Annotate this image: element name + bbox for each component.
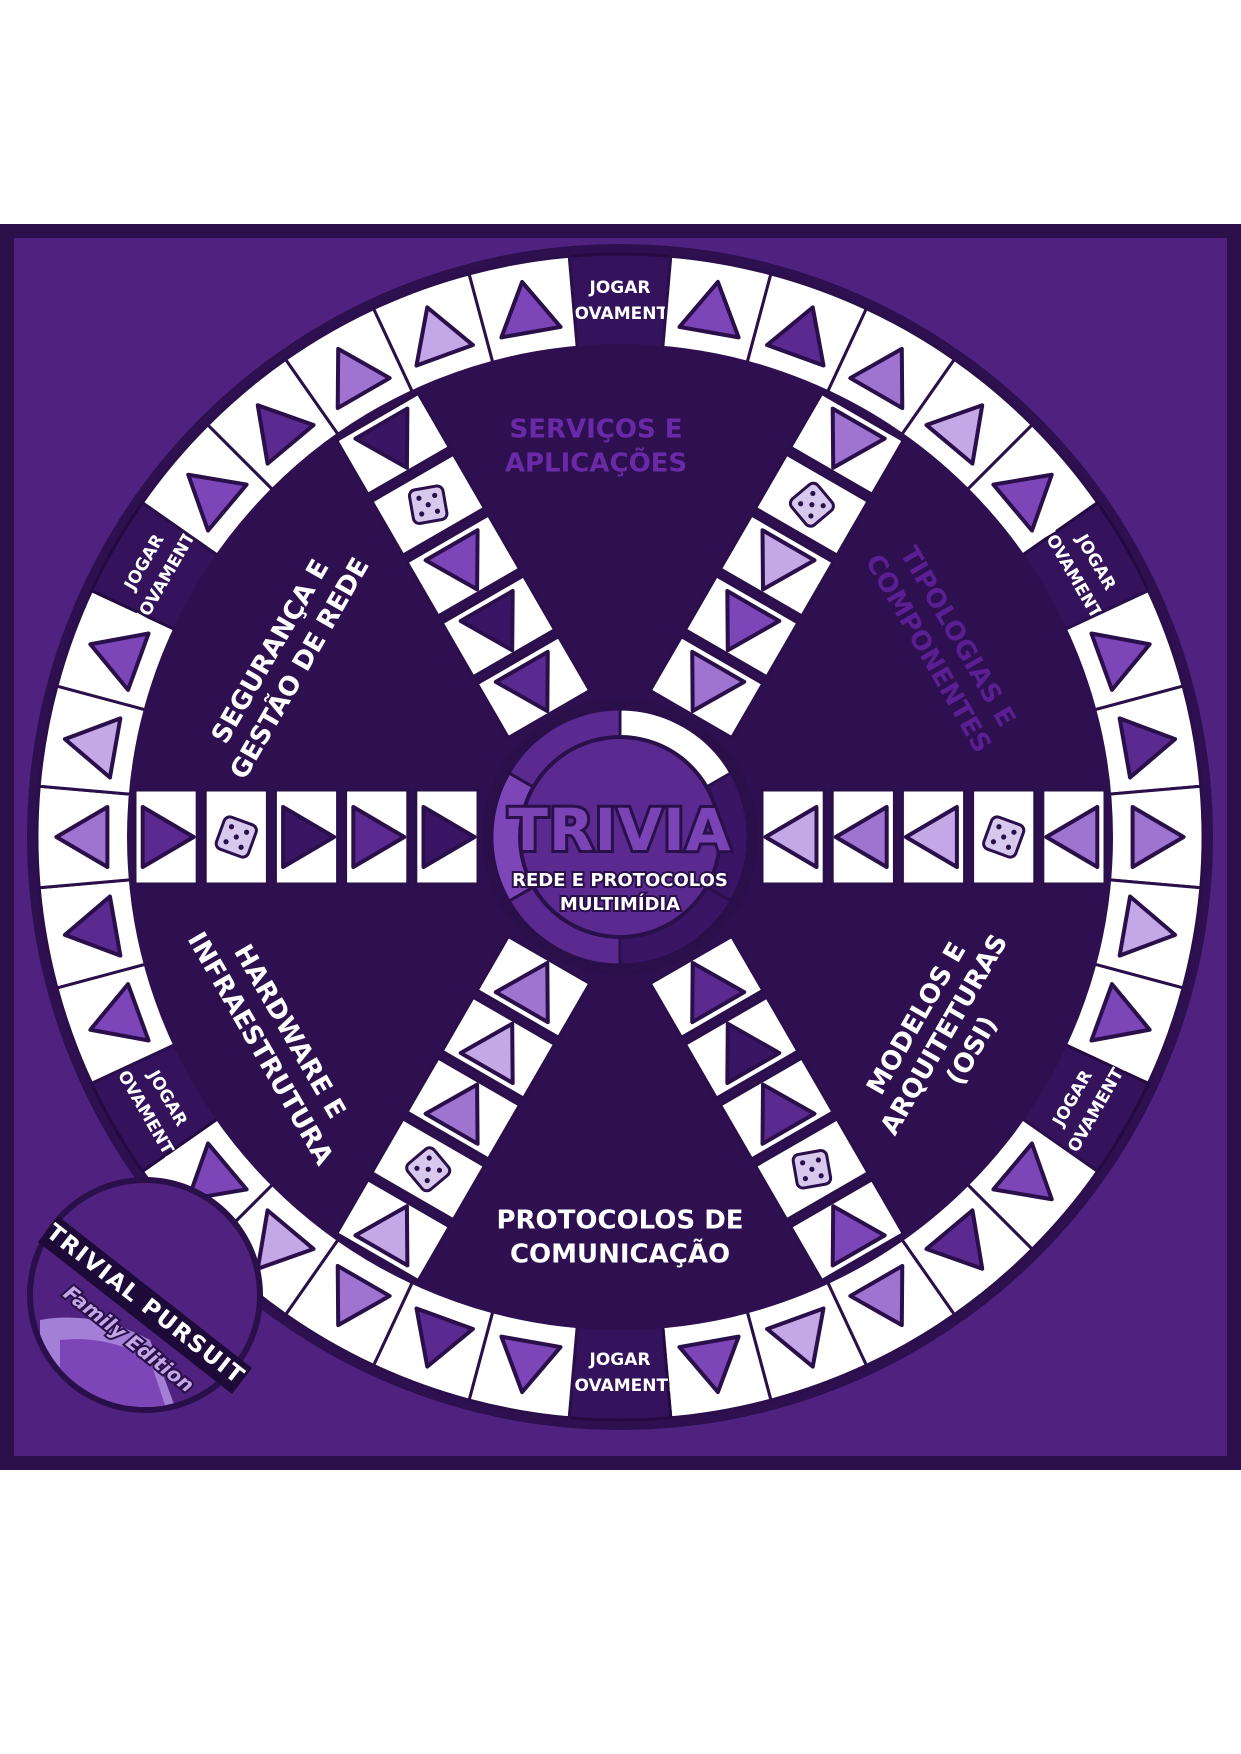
dice-icon [405,1146,452,1193]
triangle-wedge-icon [255,1208,316,1271]
triangle-wedge-icon [1089,631,1152,692]
triangle-wedge-icon [924,403,985,466]
board-spokes [131,384,1109,1290]
svg-text:JOGAR: JOGAR [589,1350,651,1370]
triangle-wedge-icon [690,649,747,714]
svg-text:SERVIÇOS E: SERVIÇOS E [509,415,682,445]
triangle-wedge-icon [458,589,515,653]
triangle-wedge-icon [353,406,410,470]
center-subtitle-line1: REDE E PROTOCOLOS [512,870,728,891]
triangle-wedge-icon [924,1208,985,1271]
brand-band [38,1216,252,1394]
svg-text:COMUNICAÇÃO: COMUNICAÇÃO [510,1238,730,1270]
center-title: TRIVIA [508,796,731,864]
triangle-wedge-icon [830,1204,887,1268]
triangle-wedge-icon [351,805,407,869]
triangle-wedge-icon [335,1263,392,1328]
triangle-wedge-icon [493,649,550,714]
triangle-wedge-icon [423,1082,480,1146]
center-title-group: TRIVIA REDE E PROTOCOLOS MULTIMÍDIA [505,793,733,917]
triangle-wedge-icon [677,1334,741,1395]
triangle-wedge-icon [725,1021,782,1085]
dice-icon [214,815,258,859]
triangle-wedge-icon [991,472,1054,533]
triangle-wedge-icon [140,805,196,869]
triangle-wedge-icon [88,631,151,692]
triangle-wedge-icon [255,403,316,466]
triangle-wedge-icon [62,894,123,958]
triangle-wedge-icon [765,1306,826,1369]
triangle-wedge-icon [833,805,889,869]
dice-icon [788,481,835,528]
svg-text:APLICAÇÕES: APLICAÇÕES [505,447,687,479]
triangle-wedge-icon [1044,805,1100,869]
triangle-wedge-icon [414,1306,475,1369]
triangle-wedge-icon [760,528,817,592]
triangle-wedge-icon [848,1263,905,1328]
dice-icon [407,484,449,525]
triangle-wedge-icon [186,472,249,533]
center-hub [482,699,758,975]
triangle-wedge-icon [1089,982,1152,1043]
triangle-wedge-icon [499,1334,563,1395]
center-subtitle-line2: MULTIMÍDIA [560,893,680,915]
triangle-wedge-icon [54,805,110,869]
triangle-wedge-icon [765,305,826,368]
play-again-space [567,252,673,352]
svg-text:JOGAR: JOGAR [589,278,651,298]
triangle-wedge-icon [335,346,392,411]
triangle-wedge-icon [458,1021,515,1085]
triangle-wedge-icon [421,805,477,869]
triangle-wedge-icon [1117,894,1178,958]
triangle-wedge-icon [1117,716,1178,780]
triangle-wedge-icon [830,406,887,470]
category-label-protocolos: PROTOCOLOS DE COMUNICAÇÃO [496,1206,743,1270]
play-again-label: JOGAR NOVAMENTE [560,278,679,324]
triangle-wedge-icon [848,346,905,411]
dice-icon [982,815,1026,859]
triangle-wedge-icon [62,716,123,780]
svg-text:NOVAMENTE: NOVAMENTE [560,1376,679,1396]
category-label-servicos: SERVIÇOS E APLICAÇÕES [505,415,687,479]
hub-inner [518,735,722,939]
triangle-wedge-icon [991,1141,1054,1202]
triangle-wedge-icon [423,528,480,592]
svg-text:NOVAMENTE: NOVAMENTE [560,304,679,324]
triangle-wedge-icon [903,805,959,869]
dice-icon [791,1149,833,1190]
triangle-wedge-icon [186,1141,249,1202]
triangle-wedge-icon [414,305,475,368]
triangle-wedge-icon [1130,805,1186,869]
triangle-wedge-icon [677,279,741,340]
svg-text:PROTOCOLOS DE: PROTOCOLOS DE [496,1206,743,1236]
triangle-wedge-icon [88,982,151,1043]
triangle-wedge-icon [499,279,563,340]
triangle-wedge-icon [281,805,337,869]
brand-badge: TRIVIAL PURSUIT Family Edition [27,1177,263,1413]
triangle-wedge-icon [763,805,819,869]
triangle-wedge-icon [690,960,747,1025]
triangle-wedge-icon [353,1204,410,1268]
triangle-wedge-icon [725,589,782,653]
play-again-space [567,1322,673,1422]
triangle-wedge-icon [493,960,550,1025]
play-again-label: JOGAR NOVAMENTE [560,1350,679,1396]
triangle-wedge-icon [760,1082,817,1146]
